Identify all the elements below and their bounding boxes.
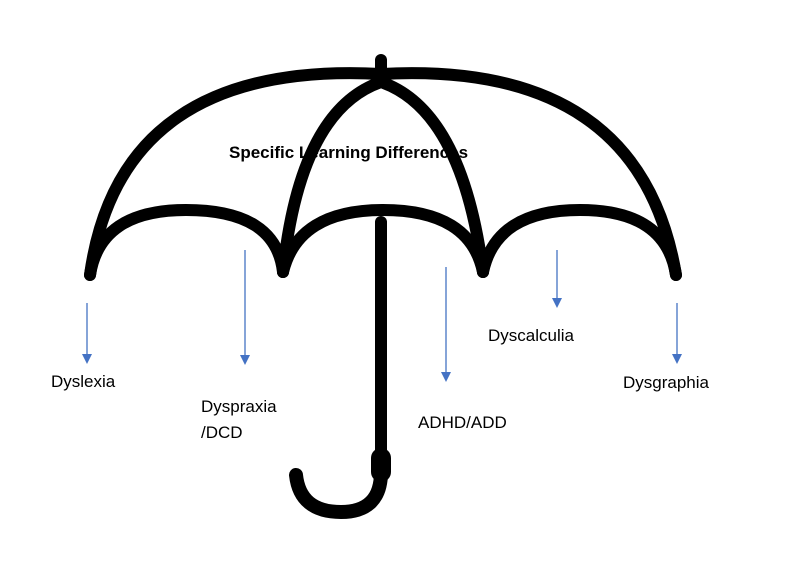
label-dyslexia: Dyslexia bbox=[51, 372, 116, 391]
diagram-title: Specific Learning Differences bbox=[229, 143, 468, 162]
label-dysgraphia: Dysgraphia bbox=[623, 373, 710, 392]
label-dyspraxia: Dyspraxia bbox=[201, 397, 277, 416]
label-adhd: ADHD/ADD bbox=[418, 413, 507, 432]
arrow-dyscalculia bbox=[552, 250, 562, 308]
umbrella-hook bbox=[289, 465, 388, 519]
arrow-dyslexia bbox=[82, 303, 92, 364]
label-dyspraxia-line2: /DCD bbox=[201, 423, 243, 442]
arrow-dysgraphia bbox=[672, 303, 682, 364]
umbrella-scallop-right bbox=[477, 204, 682, 281]
umbrella-center-rib bbox=[277, 76, 489, 278]
umbrella-canopy bbox=[84, 67, 682, 281]
arrow-adhd bbox=[441, 267, 451, 382]
umbrella-icon bbox=[84, 54, 682, 519]
umbrella-scallop-middle bbox=[277, 204, 489, 278]
label-dyscalculia: Dyscalculia bbox=[488, 326, 575, 345]
arrow-dyspraxia bbox=[240, 250, 250, 365]
umbrella-scallop-left bbox=[84, 204, 289, 281]
